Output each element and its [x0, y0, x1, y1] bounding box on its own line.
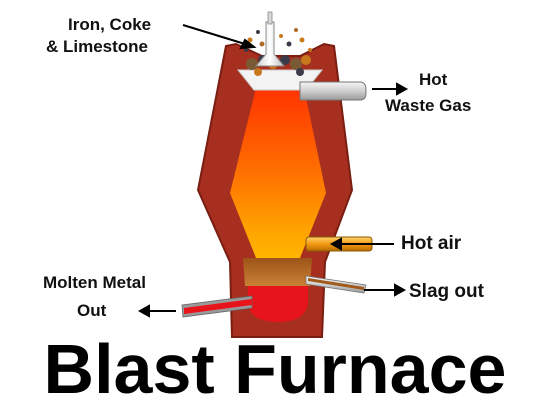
molten-metal-pool	[248, 286, 308, 322]
slag-out-label: Slag out	[409, 281, 484, 302]
metal-tap-flow	[184, 299, 252, 314]
molten-metal-label-line1: Molten Metal	[43, 273, 146, 292]
diagram-title: Blast Furnace	[43, 330, 507, 408]
feed-hopper-tip	[267, 11, 273, 25]
input-label-line1: Iron, Coke	[68, 15, 152, 34]
falling-particles	[244, 28, 312, 52]
slag-tap-flow	[308, 278, 364, 290]
annotation-arrows	[137, 24, 409, 318]
hot-air-label: Hot air	[401, 233, 462, 254]
metal-arrow-head	[137, 304, 150, 318]
slag-arrow-head	[394, 283, 407, 297]
furnace-molten-chamber	[230, 88, 326, 258]
input-label-line2: & Limestone	[46, 37, 149, 56]
waste-gas-label-line1: Hot	[419, 70, 448, 89]
molten-metal-label-line2: Out	[77, 301, 107, 320]
input-arrow-head	[239, 38, 257, 50]
slag-layer	[243, 258, 312, 286]
hot-air-arrow-head	[329, 237, 342, 251]
feed-hopper	[254, 21, 286, 67]
input-arrow-line	[182, 24, 246, 45]
waste-gas-arrow-head	[396, 82, 409, 96]
waste-gas-label-line2: Waste Gas	[385, 96, 472, 115]
waste-gas-pipe	[299, 81, 367, 101]
